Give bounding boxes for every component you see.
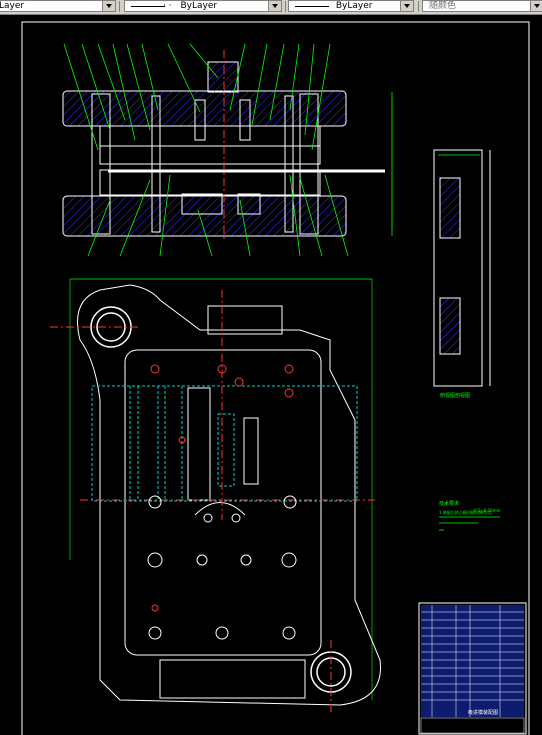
linetype-combo[interactable]: · · ByLayer xyxy=(124,0,282,12)
side-section-view xyxy=(433,149,491,387)
lineweight-preview xyxy=(295,5,329,7)
title-block-heading: 级进模装配图 xyxy=(468,709,498,716)
lower-pad-2 xyxy=(237,193,261,215)
layer-combo-value: Layer xyxy=(0,1,25,11)
die-plate xyxy=(99,169,321,196)
color-dropdown-arrow-icon[interactable] xyxy=(530,1,542,11)
punch-2 xyxy=(239,99,251,141)
plan-outline xyxy=(77,284,381,706)
top-notch xyxy=(207,305,283,335)
punch-slot xyxy=(187,387,211,501)
notes-text: 1.装配后的凸模凹模间隙均匀。 xyxy=(439,509,495,515)
side-view-body xyxy=(433,149,483,387)
arc-feature xyxy=(194,502,246,516)
side-view-lower-part xyxy=(439,297,461,355)
title-block-frame xyxy=(418,602,527,735)
strip-stations xyxy=(129,386,183,500)
linetype-dots: · · xyxy=(163,1,172,11)
parts-list xyxy=(421,605,524,717)
bottom-notch xyxy=(159,659,306,699)
lineweight-dropdown-arrow-icon[interactable] xyxy=(400,1,413,11)
linetype-preview xyxy=(131,5,165,7)
color-combo-value: 随颜色 xyxy=(429,1,457,11)
notes-value: 0.5~0.08mm xyxy=(474,508,501,513)
front-view-leaders xyxy=(63,43,349,257)
color-combo[interactable]: 随颜色 xyxy=(422,0,542,12)
notes-title: 技术要求 xyxy=(439,500,459,507)
plan-holes xyxy=(147,364,297,640)
die-shank xyxy=(207,61,239,93)
parts-list-grid xyxy=(421,605,524,717)
screw-left xyxy=(151,95,161,233)
blank-cavity xyxy=(243,417,259,485)
lower-die-plate xyxy=(62,195,347,237)
guide-pillar-left xyxy=(91,93,111,235)
side-view-upper-part xyxy=(439,177,461,239)
inner-plate xyxy=(124,349,322,656)
technical-notes: 技术要求 1.装配后的凸模凹模间隙均匀。 0.5~0.08mm xyxy=(439,500,501,531)
punch-1 xyxy=(194,99,206,141)
layer-dropdown-arrow-icon[interactable] xyxy=(102,1,115,11)
screw-right xyxy=(284,95,294,233)
properties-toolbar: Layer · · ByLayer ByLayer 随颜色 xyxy=(0,0,542,15)
strip-outline xyxy=(91,385,358,502)
stripper-plate xyxy=(99,145,321,165)
title-row xyxy=(420,717,525,734)
linetype-dropdown-arrow-icon[interactable] xyxy=(268,1,281,11)
lineweight-combo-value: ByLayer xyxy=(335,1,373,11)
toolbar-separator xyxy=(285,1,286,12)
front-section-view xyxy=(62,43,393,257)
form-cavity xyxy=(217,413,235,487)
lineweight-combo[interactable]: ByLayer xyxy=(288,0,414,12)
plan-view xyxy=(50,278,381,712)
title-block: 级进模装配图 xyxy=(418,602,527,735)
drawing-canvas[interactable]: 俯视图剖视图 xyxy=(0,15,542,735)
punch-holder-plate xyxy=(99,125,321,147)
toolbar-separator xyxy=(418,1,419,12)
toolbar-separator xyxy=(119,1,120,12)
layer-combo[interactable]: Layer xyxy=(0,0,116,12)
side-view-caption: 俯视图剖视图 xyxy=(440,392,470,399)
linetype-combo-value: ByLayer xyxy=(180,1,218,11)
outer-frame xyxy=(21,21,530,735)
lower-pad-1 xyxy=(181,193,223,215)
